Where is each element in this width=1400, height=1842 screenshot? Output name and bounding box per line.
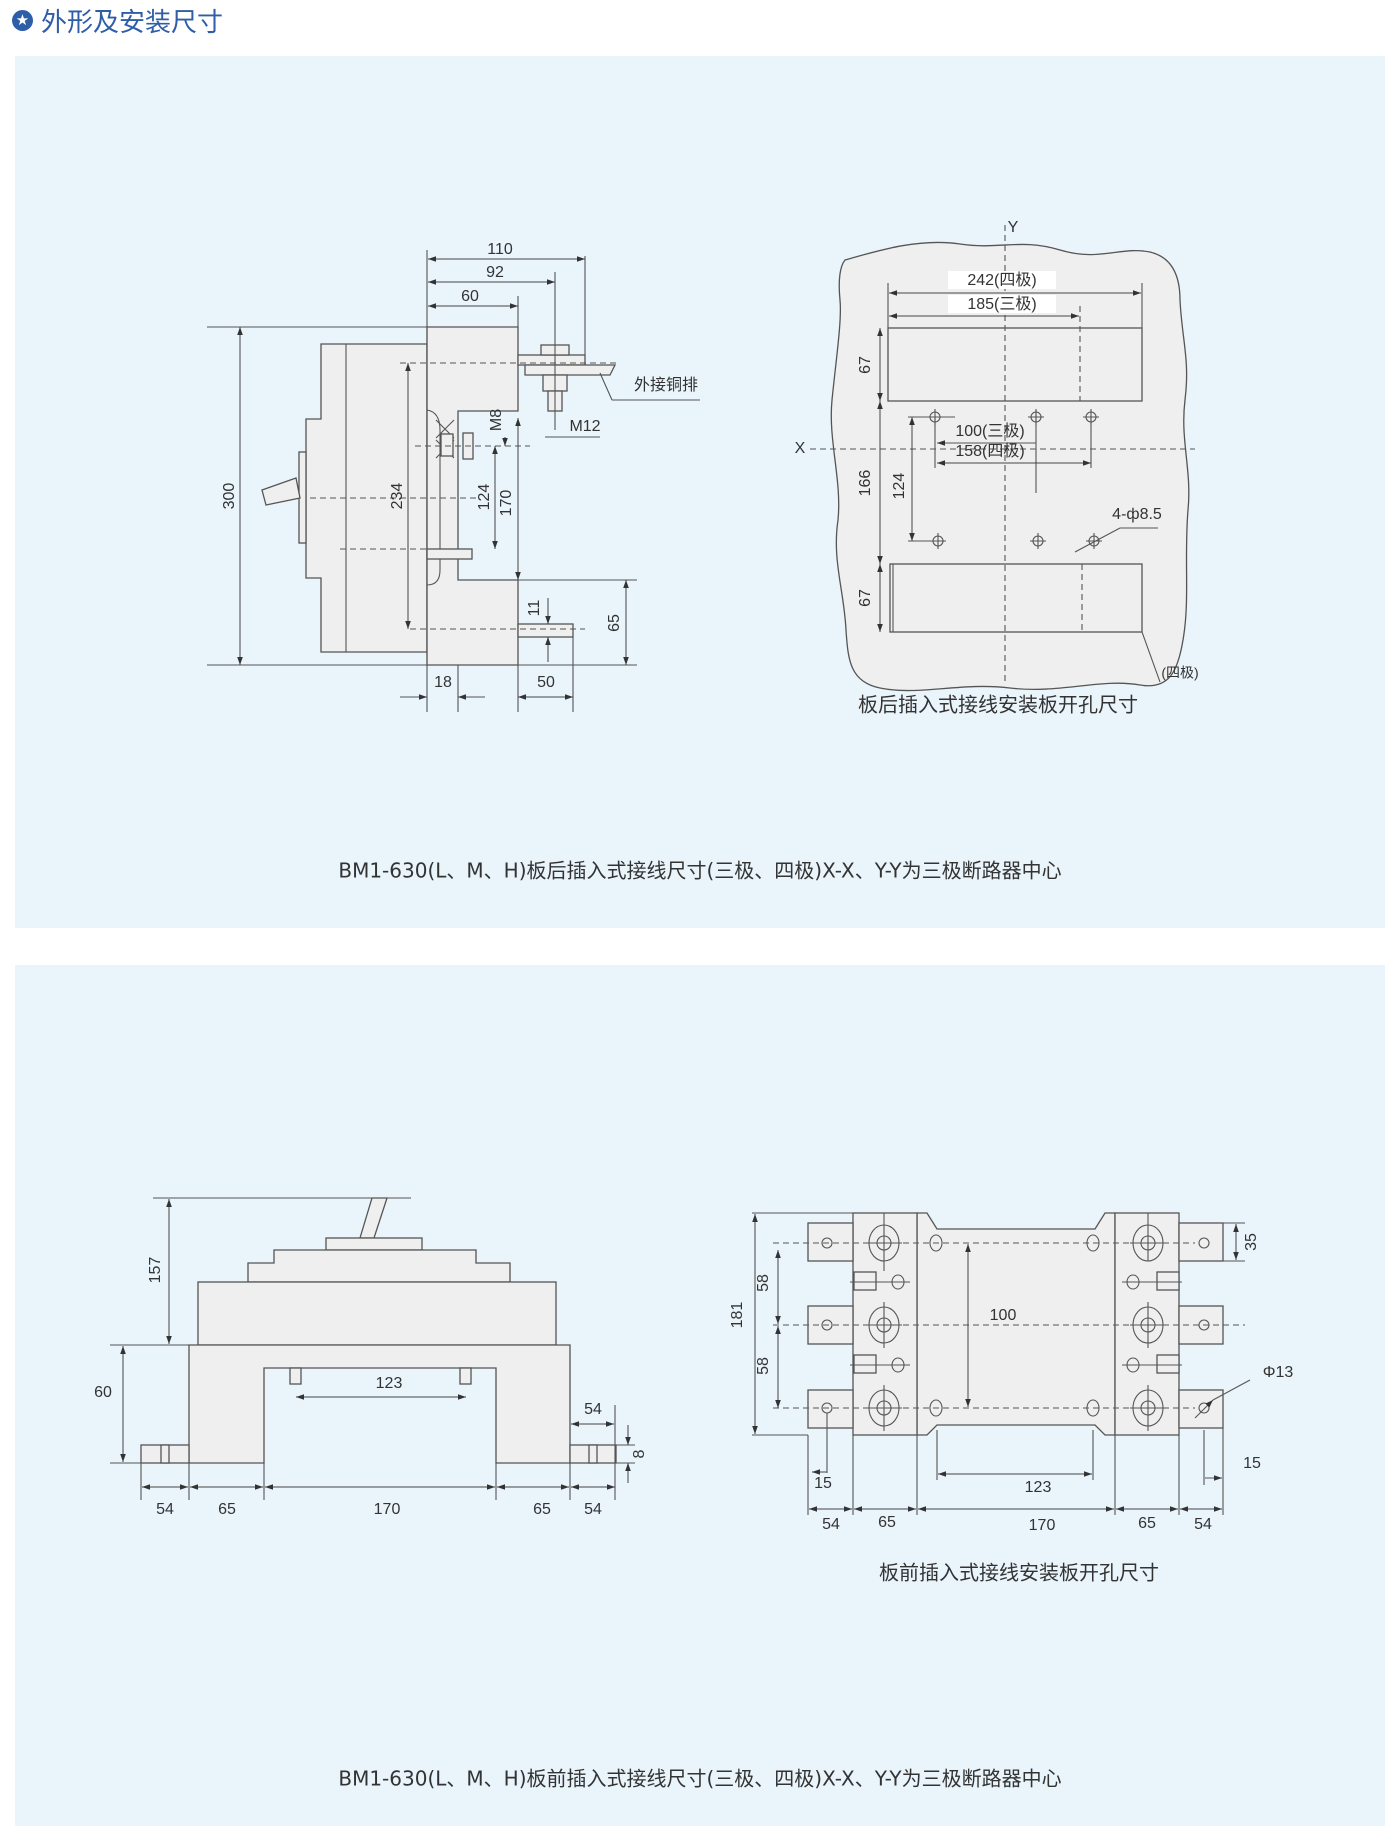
dim-11: 11 (526, 600, 543, 617)
rear-cutout-diagram: Y X 242(四极) 185(三极) 67 166 67 124 100(三极… (795, 219, 1199, 716)
dim-bottom: 170 (374, 1501, 401, 1518)
dim-242: 242(四极) (967, 271, 1036, 289)
dim-110: 110 (487, 241, 513, 258)
section-title: 外形及安装尺寸 (41, 7, 224, 38)
dim-50: 50 (537, 674, 555, 691)
rear-panel-caption: BM1-630(L、M、H)板后插入式接线尺寸(三极、四极)X-X、Y-Y为三极… (338, 859, 1061, 883)
dim-124: 124 (891, 473, 908, 500)
dim-m8: M8 (488, 409, 505, 431)
dim-60: 60 (94, 1384, 112, 1401)
dim-bottom: 65 (878, 1514, 896, 1531)
dim-15-left: 15 (814, 1475, 832, 1492)
dim-bottom: 54 (1194, 1516, 1212, 1533)
toggle-handle (261, 477, 301, 506)
dim-181: 181 (729, 1302, 746, 1329)
dim-300: 300 (221, 483, 238, 510)
front-cutout-diagram: 181 58 58 100 35 Φ13 15 15 123 54 65 170… (729, 1212, 1294, 1585)
dim-58-upper: 58 (755, 1274, 772, 1292)
busbar-label: 外接铜排 (634, 376, 698, 394)
dim-bottom: 170 (1029, 1517, 1056, 1534)
dim-67-bottom: 67 (857, 589, 874, 607)
four-pole-label: (四极) (1161, 665, 1198, 681)
rear-cutout-caption: 板后插入式接线安装板开孔尺寸 (858, 693, 1138, 717)
dim-92: 92 (486, 264, 504, 281)
dim-157: 157 (147, 1257, 164, 1284)
dim-54-top: 54 (584, 1401, 602, 1418)
dim-bottom: 65 (1138, 1515, 1156, 1532)
section-header: ★ 外形及安装尺寸 (12, 2, 223, 38)
dim-18: 18 (434, 674, 452, 691)
dim-170: 170 (498, 490, 515, 517)
dim-124: 124 (476, 484, 493, 511)
y-axis-label: Y (1008, 219, 1019, 236)
dim-8: 8 (631, 1449, 648, 1458)
rear-side-view: 110 92 60 300 234 124 170 M8 M12 65 11 1… (207, 241, 700, 712)
front-side-view: 157 60 123 54 8 54 65 170 65 54 (94, 1197, 648, 1518)
dim-65: 65 (606, 614, 623, 632)
dim-100-three-pole: 100(三极) (955, 422, 1024, 440)
dim-bottom: 54 (822, 1516, 840, 1533)
dim-123: 123 (376, 1375, 403, 1392)
dim-158-four-pole: 158(四极) (955, 442, 1024, 460)
dim-bottom: 54 (584, 1501, 602, 1518)
terminal-holes (821, 1213, 1210, 1431)
dim-100: 100 (990, 1307, 1017, 1324)
dim-166: 166 (857, 470, 874, 497)
dim-phi13: Φ13 (1263, 1364, 1294, 1381)
dim-15-right: 15 (1243, 1455, 1261, 1472)
dim-234: 234 (389, 483, 406, 510)
x-axis-label: X (795, 440, 806, 457)
dim-60: 60 (461, 288, 479, 305)
holes-label: 4-ф8.5 (1112, 506, 1162, 523)
dim-35: 35 (1243, 1233, 1260, 1251)
star-circle-icon: ★ (12, 9, 33, 31)
dim-123: 123 (1025, 1479, 1052, 1496)
dim-67-top: 67 (857, 356, 874, 374)
dim-m12: M12 (569, 418, 600, 435)
dim-bottom: 54 (156, 1501, 174, 1518)
dim-bottom: 65 (218, 1501, 236, 1518)
front-cutout-caption: 板前插入式接线安装板开孔尺寸 (879, 1561, 1159, 1585)
dim-185: 185(三极) (967, 295, 1036, 313)
dim-58-lower: 58 (755, 1357, 772, 1375)
front-panel-caption: BM1-630(L、M、H)板前插入式接线尺寸(三极、四极)X-X、Y-Y为三极… (338, 1767, 1061, 1791)
dim-bottom: 65 (533, 1501, 551, 1518)
